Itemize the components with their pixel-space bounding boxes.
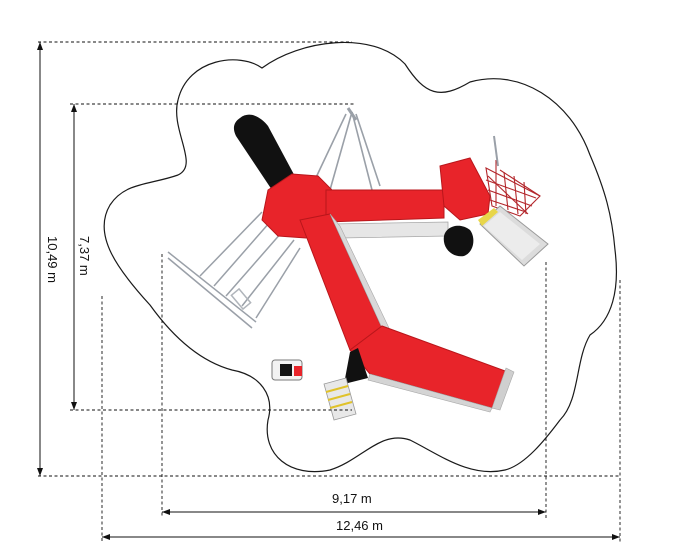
small-black-tunnel: [443, 225, 474, 257]
safety-zone-outline: [103, 41, 618, 473]
net-icon: [485, 135, 541, 217]
width-outer-label: 12,46 m: [336, 518, 383, 533]
dim-width-outer: 12,46 m: [101, 280, 621, 542]
width-inner-label: 9,17 m: [332, 491, 372, 506]
height-outer-label: 10,49 m: [45, 236, 60, 283]
dim-width-inner: 9,17 m: [161, 254, 547, 518]
slide-icon: [478, 205, 549, 267]
rocker-icon: [271, 359, 303, 381]
dim-height-outer: 10,49 m: [37, 41, 620, 477]
dim-height-inner: 7,37 m: [70, 103, 356, 411]
swing-frame: [311, 107, 381, 191]
black-slide-section: [344, 348, 368, 384]
black-tunnel: [233, 114, 298, 196]
swing-icon: [167, 211, 301, 329]
red-deck-structure: [261, 157, 515, 413]
height-inner-label: 7,37 m: [77, 236, 92, 276]
ladder-icon: [323, 377, 357, 421]
